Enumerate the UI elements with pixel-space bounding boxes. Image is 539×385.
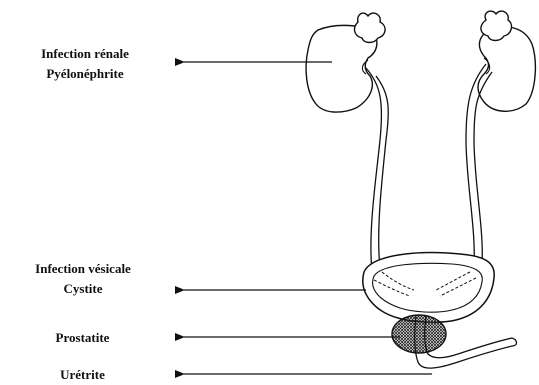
right-kidney — [478, 27, 535, 111]
prostate — [392, 315, 446, 353]
